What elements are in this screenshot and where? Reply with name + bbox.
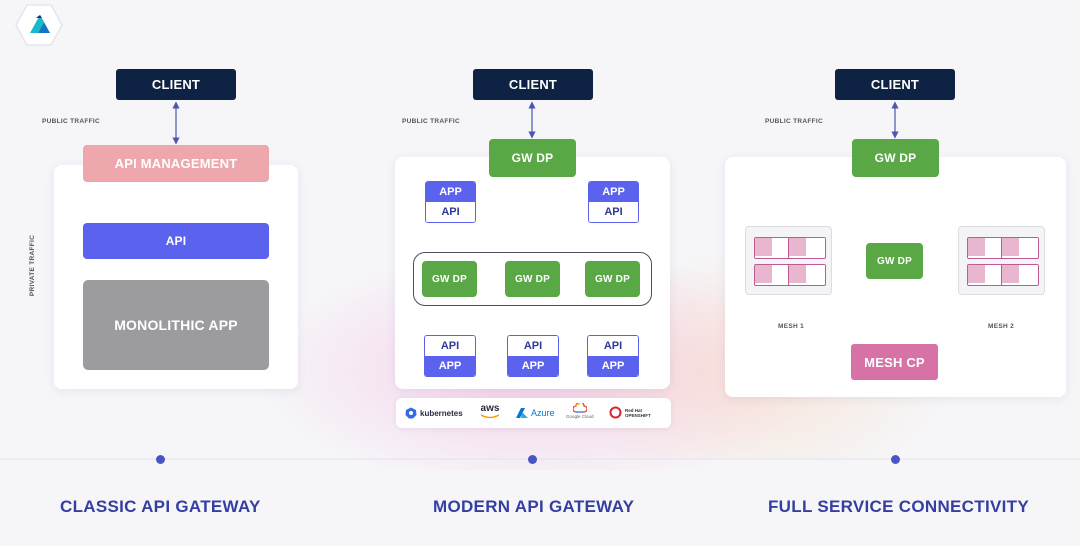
azure-logo: Azure — [516, 408, 555, 418]
modern-bottom-stack-middle: API APP — [507, 335, 559, 377]
mesh-pod — [967, 264, 1005, 286]
classic-public-traffic-label: PUBLIC TRAFFIC — [42, 118, 100, 125]
mesh-pod — [1001, 237, 1039, 259]
timeline-dot-classic — [156, 455, 165, 464]
stack-api: API — [589, 202, 638, 222]
kubernetes-icon — [405, 407, 417, 419]
mesh-pod — [1001, 264, 1039, 286]
openshift-icon — [609, 406, 622, 419]
kubernetes-logo: kubernetes — [405, 407, 463, 419]
mesh-2-box — [958, 226, 1045, 295]
mesh-pod — [788, 237, 826, 259]
classic-client-box: CLIENT — [116, 69, 236, 100]
timeline-dot-full — [891, 455, 900, 464]
full-service-connectivity-title: FULL SERVICE CONNECTIVITY — [768, 497, 1029, 516]
mesh-pod — [967, 237, 1005, 259]
api-management-box: API MANAGEMENT — [83, 145, 269, 182]
gw-dp-row-item: GW DP — [505, 261, 560, 297]
google-cloud-logo: Google Cloud — [566, 403, 594, 419]
mesh-cp-box: MESH CP — [851, 344, 938, 380]
modern-client-box: CLIENT — [473, 69, 593, 100]
classic-api-box: API — [83, 223, 269, 259]
mesh-1-box — [745, 226, 832, 295]
stack-app: APP — [425, 356, 475, 376]
modern-public-traffic-label: PUBLIC TRAFFIC — [402, 118, 460, 125]
aws-smile-icon — [480, 414, 500, 419]
gw-dp-row-item: GW DP — [585, 261, 640, 297]
azure-icon — [516, 408, 528, 418]
modern-api-gateway-title: MODERN API GATEWAY — [433, 497, 635, 516]
monolithic-app-box: MONOLITHIC APP — [83, 280, 269, 370]
stack-api: API — [425, 336, 475, 356]
full-gw-dp-box: GW DP — [852, 139, 939, 177]
modern-gw-dp-box: GW DP — [489, 139, 576, 177]
modern-top-stack-right: APP API — [588, 181, 639, 223]
aws-logo: aws — [480, 403, 500, 419]
modern-bottom-stack-left: API APP — [424, 335, 476, 377]
openshift-logo: Red Hat OPENSHIFT — [609, 406, 659, 419]
mesh-pod — [754, 237, 792, 259]
stack-app: APP — [588, 356, 638, 376]
stack-app: APP — [426, 182, 475, 202]
stack-api: API — [508, 336, 558, 356]
stack-app: APP — [508, 356, 558, 376]
modern-top-stack-left: APP API — [425, 181, 476, 223]
modern-bottom-stack-right: API APP — [587, 335, 639, 377]
classic-api-gateway-title: CLASSIC API GATEWAY — [60, 497, 261, 516]
full-client-box: CLIENT — [835, 69, 955, 100]
mesh-2-label: MESH 2 — [988, 323, 1015, 330]
gw-dp-row-item: GW DP — [422, 261, 477, 297]
full-center-gw-dp-box: GW DP — [866, 243, 923, 279]
full-public-traffic-label: PUBLIC TRAFFIC — [765, 118, 823, 125]
platform-logos-bar — [396, 398, 671, 428]
google-cloud-icon — [572, 403, 587, 413]
gw-dp-group — [413, 252, 652, 306]
classic-private-traffic-label: PRIVATE TRAFFIC — [29, 234, 37, 297]
timeline-dot-modern — [528, 455, 537, 464]
mesh-pod — [754, 264, 792, 286]
mesh-pod — [788, 264, 826, 286]
mesh-1-label: MESH 1 — [778, 323, 805, 330]
stack-api: API — [588, 336, 638, 356]
stack-api: API — [426, 202, 475, 222]
kong-logo-icon — [14, 2, 64, 48]
stack-app: APP — [589, 182, 638, 202]
